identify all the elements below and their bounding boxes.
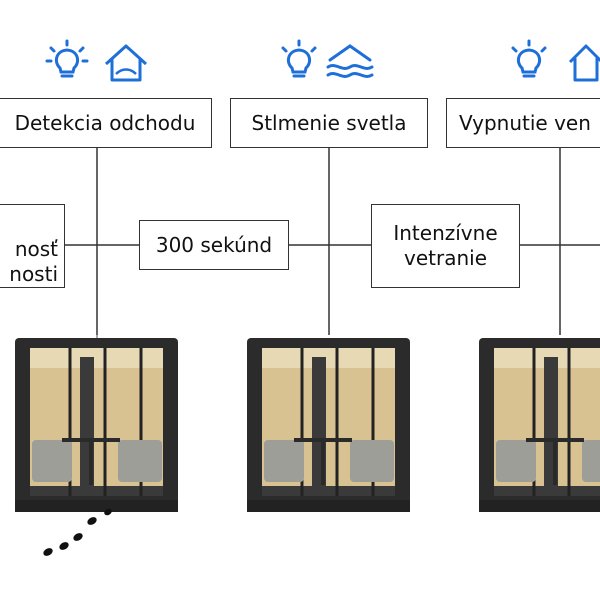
house-person-icon [104, 44, 148, 82]
office-booth-3 [479, 338, 600, 512]
connector-left-line2: nosti [9, 262, 58, 286]
office-booth-1 [15, 338, 178, 512]
connector-right-line1: Intenzívne [393, 221, 498, 245]
house-icon [568, 44, 600, 82]
light-bulb-icon [45, 39, 89, 78]
connector-left-line1: nosť [14, 237, 58, 261]
footprints-icon [43, 508, 112, 556]
office-booth-2 [247, 338, 410, 512]
step-box-stlmenie: Stlmenie svetla [230, 98, 428, 148]
step-box-detekcia: Detekcia odchodu [0, 98, 212, 148]
connector-box-300-sekund: 300 sekúnd [139, 220, 289, 270]
step-box-vypnutie: Vypnutie ven [446, 98, 600, 148]
light-bulb-icon [281, 39, 317, 78]
ventilation-wind-icon [326, 44, 374, 78]
connector-box-left: nosť nosti [0, 204, 65, 288]
light-bulb-icon [511, 39, 547, 78]
connector-box-intenzivne: Intenzívne vetranie [371, 204, 520, 288]
connector-right-line2: vetranie [404, 246, 487, 270]
